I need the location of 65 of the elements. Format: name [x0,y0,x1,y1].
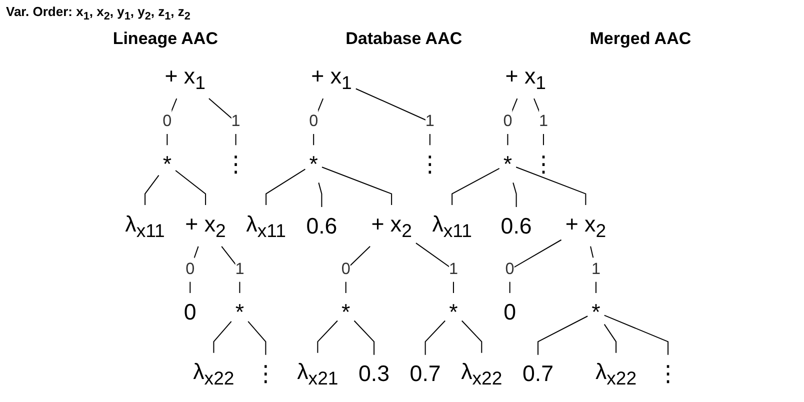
tree-heading: Database AAC [346,28,462,49]
edge-label: 1 [231,112,240,130]
node-text: ⋮ [254,360,277,386]
connector [265,168,306,205]
edge-label: 0 [505,260,514,278]
node-text: + x$_{1}$ [505,62,546,93]
node-text: ⋮ [656,360,679,386]
node-text: 0 [184,298,196,324]
node-text: + x$_{2}$ [565,210,606,240]
node-text: 0.3 [358,360,390,386]
edge-label: 1 [538,112,548,130]
node-text: + x$_{1}$ [164,62,206,93]
connector [213,320,232,352]
connector [175,170,206,205]
edge-label: 0 [308,112,318,130]
node-text: λ$_{x11}$ [124,210,165,240]
edge-label: 0 [341,260,350,278]
node-text: * [503,150,512,176]
connector [144,174,160,205]
connector [516,166,586,205]
node-text: + x$_{2}$ [185,210,226,240]
edge-label: 0 [162,112,172,130]
edge-label: 0 [185,260,194,278]
connector [322,166,392,205]
connector [248,320,266,354]
node-text: + x$_{2}$ [371,210,412,240]
node-text: ⋮ [532,150,554,176]
edge-label: 1 [235,260,244,278]
node-text: + x$_{1}$ [310,62,352,93]
node-text: * [341,298,350,324]
edge-label: 0 [503,112,512,130]
connector [512,182,517,207]
node-text: λ$_{x21}$ [296,358,338,388]
node-text: λ$_{x22}$ [192,358,234,388]
node-text: λ$_{x22}$ [595,358,636,388]
edge-label: 1 [448,260,458,278]
node-text: * [309,150,318,176]
connector [604,324,616,352]
connector [537,315,588,354]
node-text: 0.6 [306,212,338,238]
edge-label: 1 [591,260,600,278]
node-text: ⋮ [418,150,441,176]
node-text: * [591,298,600,324]
node-text: * [162,150,172,176]
connector [424,320,446,354]
node-text: 0 [503,298,516,324]
node-text: ⋮ [224,150,247,176]
node-text: 0.7 [522,360,554,386]
node-text: λ$_{x11}$ [432,210,472,240]
connector [354,320,374,354]
tree-heading: Merged AAC [590,28,692,49]
node-text: λ$_{x22}$ [460,358,502,388]
node-text: λ$_{x11}$ [246,210,286,240]
connector [451,168,500,205]
edge-label: 1 [425,112,434,130]
connector [318,182,322,207]
node-text: 0.7 [410,360,441,386]
connector [461,320,482,352]
node-text: * [448,298,458,324]
tree-heading: Lineage AAC [112,28,218,49]
node-text: 0.6 [500,212,532,238]
diagram-title: Var. Order: x$_{1}$, x$_{2}$, y$_{1}$, y$_{2}$, z$_{1}$, z$_{2}$ [6,4,190,19]
connector [604,314,668,354]
connector [317,320,338,352]
node-text: * [235,298,244,324]
